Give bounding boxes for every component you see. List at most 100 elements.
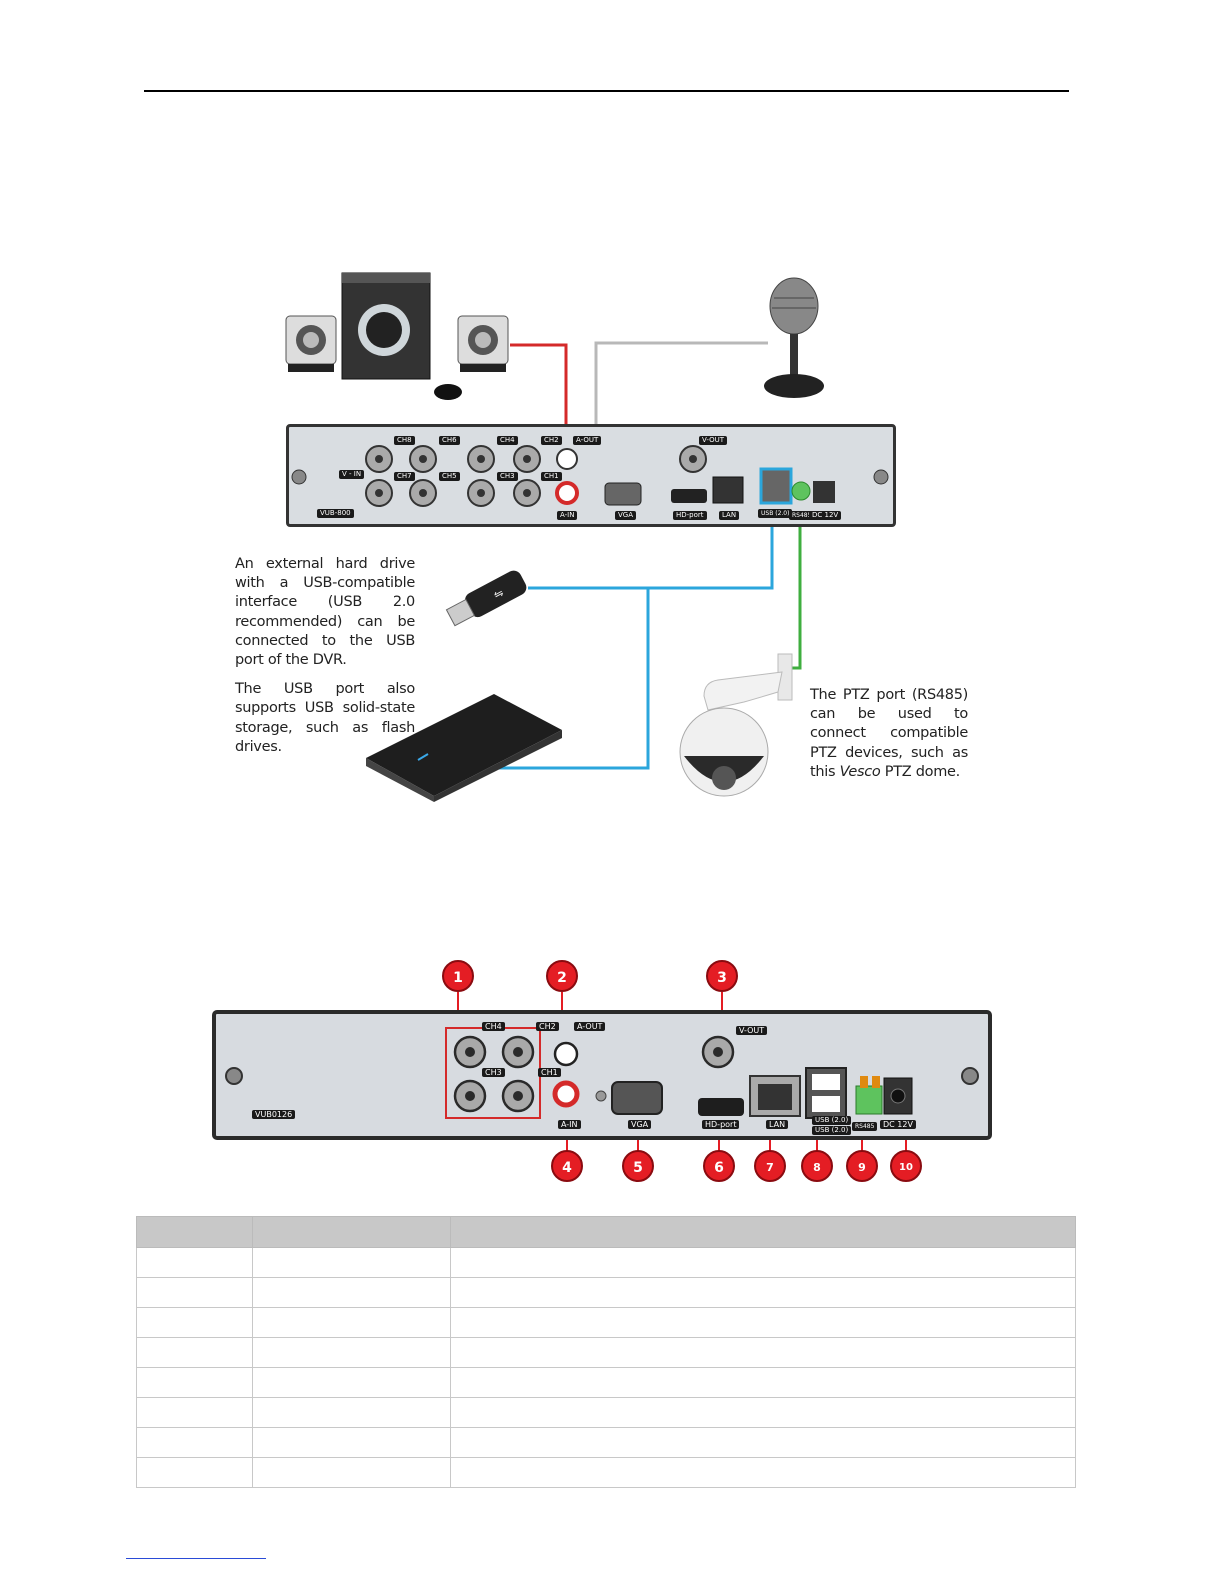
label-lan: LAN [766,1120,789,1129]
label-dc: DC 12V [880,1120,916,1129]
port-description-table [136,1216,1076,1488]
badge-4: 4 [551,1150,583,1182]
table-cell [450,1457,1076,1488]
label-ch2: CH2 [536,1022,559,1031]
table-row [136,1337,1076,1368]
table-cell [450,1397,1076,1428]
label-usb-2: USB (2.0) [812,1126,852,1135]
table-header-cell [136,1216,253,1248]
label-usb-1: USB (2.0) [812,1116,852,1125]
badge-7: 7 [754,1150,786,1182]
table-cell [252,1397,451,1428]
badge-2: 2 [546,960,578,992]
ptz-caption-paragraph: The PTZ port (RS485) can be used to conn… [810,686,968,782]
label-vga: VGA [628,1120,652,1129]
label-ch8: CH8 [394,436,415,445]
table-cell [450,1337,1076,1368]
usb-caption: An external hard drive with a USB-compat… [235,555,415,767]
dvr-back-panel-8ch: CH8 CH6 CH4 CH2 A-OUT V-OUT V - IN CH7 C… [286,424,896,527]
table-cell [450,1427,1076,1458]
label-rs485: RS485 [789,511,815,520]
badge-9: 9 [846,1150,878,1182]
hdd-cable [498,588,650,770]
usb-flash-drive-image: ⇋ [445,570,527,627]
label-aout: A-OUT [574,1022,606,1031]
table-cell [252,1337,451,1368]
label-vga: VGA [615,511,637,520]
label-vin: V - IN [339,470,365,479]
table-row [136,1457,1076,1488]
badge-1: 1 [442,960,474,992]
label-vout: V-OUT [699,436,728,445]
table-cell [252,1457,451,1488]
label-ch5: CH5 [439,472,460,481]
dvr-back-panel-4ch: CH4 CH2 A-OUT V-OUT CH3 CH1 A-IN VGA HD-… [212,1010,992,1140]
table-row [136,1247,1076,1278]
usb-caption-paragraph-1: An external hard drive with a USB-compat… [235,556,415,669]
label-aout: A-OUT [573,436,602,445]
label-hdport: HD-port [673,511,707,520]
label-model: VUB-800 [317,509,354,518]
table-cell [136,1397,253,1428]
table-cell [136,1427,253,1458]
label-ch6: CH6 [439,436,460,445]
label-ain: A-IN [557,511,578,520]
table-cell [252,1307,451,1338]
badge-5: 5 [622,1150,654,1182]
rear-panel-diagram-4ch: CH4 CH2 A-OUT V-OUT CH3 CH1 A-IN VGA HD-… [0,940,1224,1200]
ptz-caption-text-end: PTZ dome. [880,763,960,780]
table-cell [136,1367,253,1398]
ptz-caption-text: The PTZ port (RS485) can be used to conn… [810,687,968,780]
table-cell [136,1457,253,1488]
external-hard-drive-image [366,694,562,802]
table-header-cell [252,1216,451,1248]
table-cell [252,1427,451,1458]
ptz-caption: The PTZ port (RS485) can be used to conn… [810,686,968,792]
table-row [136,1277,1076,1308]
table-header-row [136,1216,1076,1248]
label-model: VUB0126 [252,1110,296,1119]
label-ch3: CH3 [482,1068,505,1077]
speaker-system-image [285,272,509,400]
table-cell [136,1337,253,1368]
label-ch4: CH4 [497,436,518,445]
table-cell [450,1367,1076,1398]
connection-diagram: CH8 CH6 CH4 CH2 A-OUT V-OUT V - IN CH7 C… [235,272,968,802]
badge-10: 10 [890,1150,922,1182]
table-cell [450,1277,1076,1308]
label-ch2: CH2 [541,436,562,445]
panel-connectors [225,1027,979,1119]
bnc-connectors [291,445,889,507]
badge-3: 3 [706,960,738,992]
speaker-cable [510,343,568,452]
label-hdport: HD-port [702,1120,740,1129]
table-row [136,1307,1076,1338]
label-ch7: CH7 [394,472,415,481]
table-header-cell [450,1216,1076,1248]
table-cell [450,1247,1076,1278]
badge-6: 6 [703,1150,735,1182]
label-lan: LAN [719,511,740,520]
usb-caption-paragraph-2: The USB port also supports USB solid-sta… [235,681,415,755]
table-cell [252,1247,451,1278]
table-row [136,1397,1076,1428]
ptz-dome-camera-image [679,653,793,797]
ptz-caption-brand: Vesco [839,763,881,780]
table-row [136,1427,1076,1458]
table-cell [136,1277,253,1308]
header-rule [144,90,1069,92]
table-cell [136,1247,253,1278]
table-row [136,1367,1076,1398]
footer-rule [126,1558,266,1559]
table-cell [136,1307,253,1338]
label-rs485: RS485 [852,1122,878,1131]
label-usb: USB (2.0) [758,509,793,518]
microphone-image [764,277,824,398]
label-ch1: CH1 [541,472,562,481]
badge-8: 8 [801,1150,833,1182]
table-cell [450,1307,1076,1338]
label-vout: V-OUT [736,1026,768,1035]
table-cell [252,1277,451,1308]
table-cell [252,1367,451,1398]
label-dc: DC 12V [809,511,842,520]
